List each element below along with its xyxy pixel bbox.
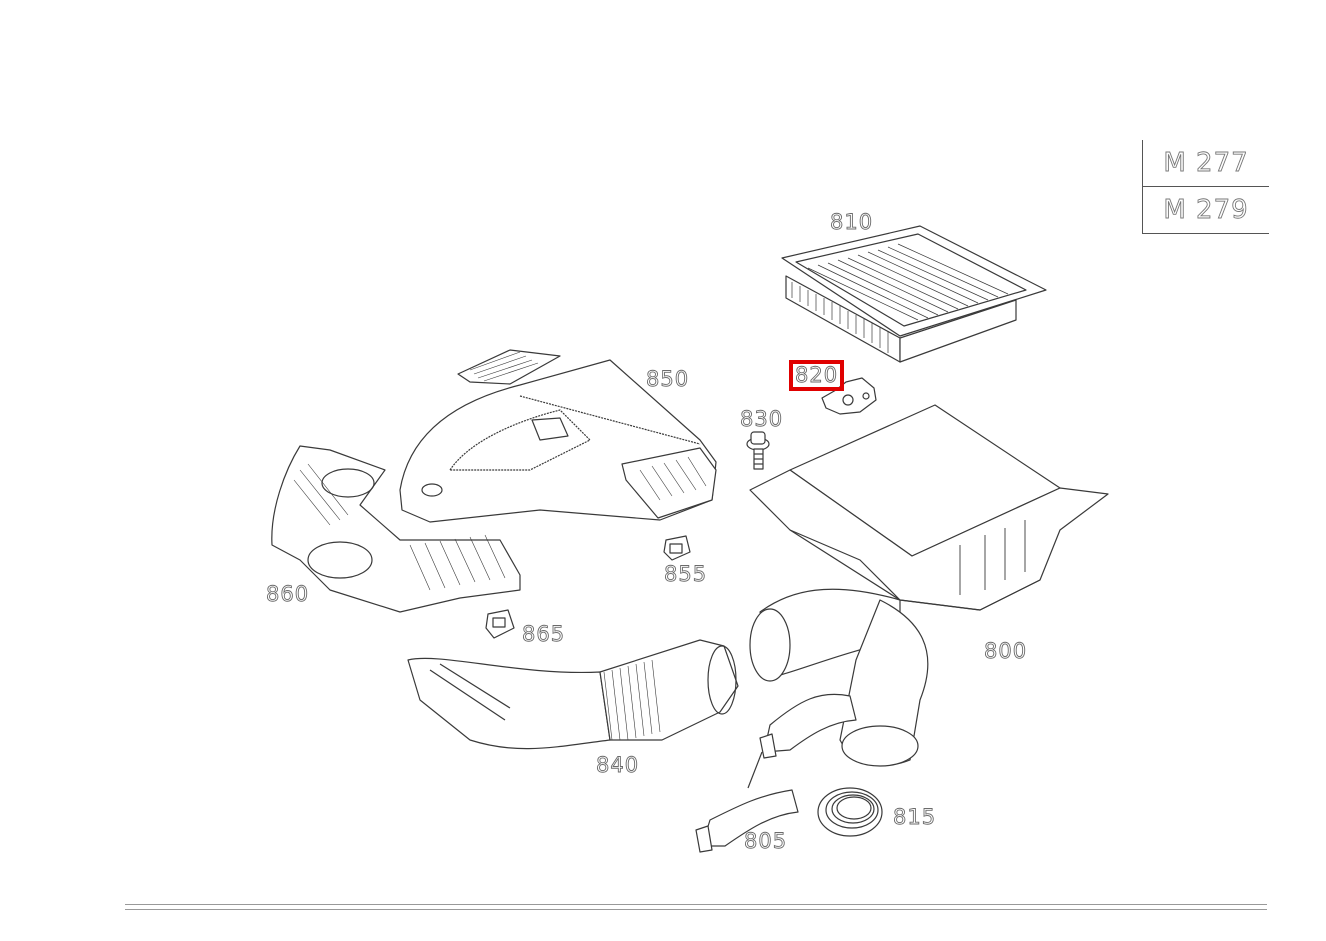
part-label-850[interactable]: 850 [646, 367, 690, 391]
part-label-840[interactable]: 840 [596, 753, 640, 777]
part-label-815[interactable]: 815 [893, 805, 937, 829]
part-855-clip[interactable] [663, 535, 691, 561]
part-805-hose[interactable] [695, 693, 857, 853]
part-label-800[interactable]: 800 [984, 639, 1028, 663]
part-820-bracket[interactable] [821, 377, 877, 415]
engine-model-box: M 277 M 279 [1142, 140, 1269, 234]
part-830-bolt[interactable] [746, 431, 770, 470]
part-850-engine-cover[interactable] [399, 349, 717, 523]
part-865-clip[interactable] [485, 609, 515, 639]
part-860-front-panel[interactable] [271, 445, 521, 613]
footer-divider [125, 904, 1267, 910]
part-840-intake-duct[interactable] [407, 639, 739, 750]
model-m277: M 277 [1143, 140, 1269, 187]
part-label-830[interactable]: 830 [740, 407, 784, 431]
part-label-810[interactable]: 810 [830, 210, 874, 234]
part-label-820-selected[interactable]: 820 [788, 360, 845, 391]
part-815-seal-ring[interactable] [817, 787, 883, 837]
part-label-855[interactable]: 855 [664, 562, 708, 586]
model-m279: M 279 [1143, 187, 1269, 234]
part-label-805[interactable]: 805 [744, 829, 788, 853]
part-810-air-filter[interactable] [781, 225, 1047, 363]
part-label-865[interactable]: 865 [522, 622, 566, 646]
part-800-air-filter-housing[interactable] [749, 404, 1109, 767]
part-label-860[interactable]: 860 [266, 582, 310, 606]
